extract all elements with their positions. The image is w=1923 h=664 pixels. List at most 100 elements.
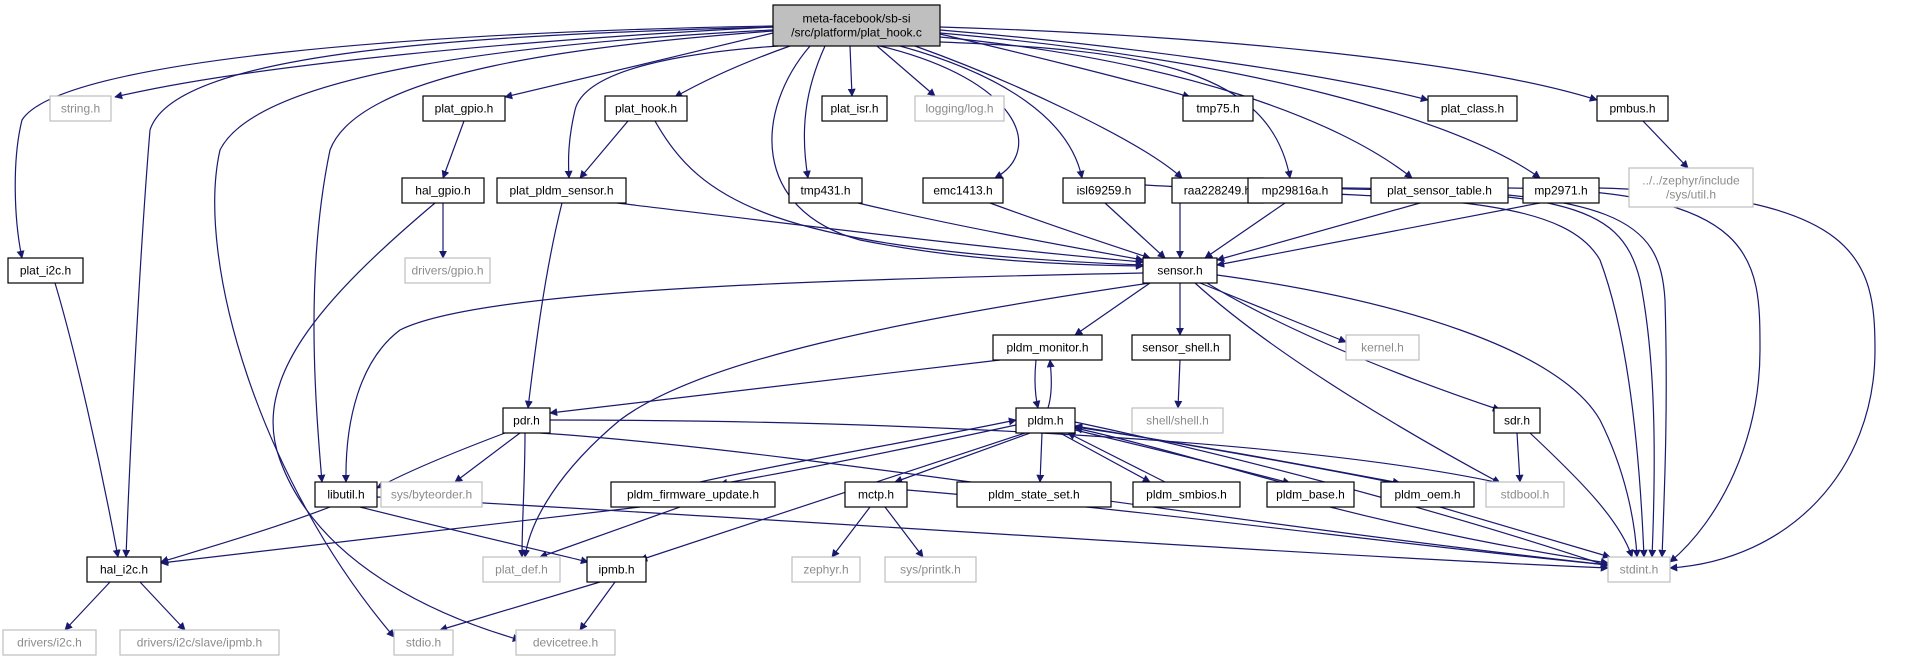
- node-label: pldm_smbios.h: [1146, 488, 1227, 502]
- node-sys-byteorder-h: sys/byteorder.h: [380, 481, 483, 508]
- node-label: emc1413.h: [933, 184, 992, 198]
- node-stdbool-h: stdbool.h: [1485, 481, 1565, 508]
- node-pldm-smbios-h[interactable]: pldm_smbios.h: [1132, 481, 1241, 508]
- node-isl69259-h[interactable]: isl69259.h: [1062, 177, 1146, 204]
- node-label: mp2971.h: [1534, 184, 1587, 198]
- node-pldm-oem-h[interactable]: pldm_oem.h: [1380, 481, 1475, 508]
- node-pldm-state-set-h[interactable]: pldm_state_set.h: [956, 481, 1112, 508]
- node-box: [1062, 177, 1146, 204]
- node-label: sys/byteorder.h: [391, 488, 472, 502]
- edge-sensor-h-to-stdint-h: [1216, 274, 1641, 558]
- node-ipmb-h[interactable]: ipmb.h: [586, 556, 647, 583]
- node-box: [1380, 481, 1475, 508]
- node-label: pldm_monitor.h: [1006, 341, 1088, 355]
- node-label: isl69259.h: [1077, 184, 1132, 198]
- node-plat-hook-h[interactable]: plat_hook.h: [604, 95, 688, 122]
- node-plat-sensor-table-h[interactable]: plat_sensor_table.h: [1370, 177, 1509, 204]
- edge-root-to-stdio-h: [214, 29, 774, 638]
- node-box: [914, 95, 1005, 122]
- node-box: [844, 481, 908, 508]
- node-label: pmbus.h: [1609, 102, 1655, 116]
- node-tmp75-h[interactable]: tmp75.h: [1182, 95, 1254, 122]
- node-pldm-base-h[interactable]: pldm_base.h: [1266, 481, 1355, 508]
- node-string-h: string.h: [49, 95, 112, 122]
- node-label: plat_hook.h: [615, 102, 677, 116]
- edge-ipmb-h-to-stdio-h: [439, 581, 601, 632]
- node-label: string.h: [61, 102, 100, 116]
- edge-pldm-oem-h-to-pldm-h: [1074, 423, 1391, 483]
- edge-root-to-pmbus-h: [939, 26, 1598, 102]
- node-label: raa228249.h: [1184, 184, 1251, 198]
- node-plat-gpio-h[interactable]: plat_gpio.h: [422, 95, 506, 122]
- node-sdr-h[interactable]: sdr.h: [1493, 407, 1541, 434]
- edge-pldm-base-h-to-stdint-h: [1329, 506, 1609, 566]
- node-plat-i2c-h[interactable]: plat_i2c.h: [7, 257, 84, 284]
- node-zephyr-util-h: ../../zephyr/include/sys/util.h: [1628, 167, 1754, 208]
- nodes-layer: meta-facebook/sb-si/src/platform/plat_ho…: [2, 4, 1754, 656]
- node-plat-class-h[interactable]: plat_class.h: [1427, 95, 1518, 122]
- node-box: [496, 177, 627, 204]
- edge-root-to-plat-gpio-h: [504, 32, 774, 100]
- edge-root-to-logging-log-h: [876, 45, 936, 97]
- node-label: plat_gpio.h: [435, 102, 494, 116]
- edge-pldm-h-to-mctp-h: [894, 432, 1031, 484]
- node-box: [922, 177, 1004, 204]
- node-box: [1522, 177, 1600, 204]
- edge-plat-hook-h-to-sensor-h: [654, 120, 1144, 269]
- edge-root-to-raa228249-h: [914, 45, 1183, 179]
- node-box: [515, 629, 616, 656]
- node-pldm-firmware-update-h[interactable]: pldm_firmware_update.h: [610, 481, 776, 508]
- edges-layer: [14, 25, 1876, 642]
- node-pldm-h[interactable]: pldm.h: [1015, 407, 1076, 434]
- edge-plat-gpio-h-to-hal-gpio-h: [441, 120, 465, 179]
- node-plat-pldm-sensor-h[interactable]: plat_pldm_sensor.h: [496, 177, 627, 204]
- edge-pmbus-h-to-zephyr-util-h: [1642, 120, 1689, 169]
- node-label: pldm_oem.h: [1394, 488, 1460, 502]
- node-label: tmp431.h: [800, 184, 850, 198]
- edge-ipmb-h-to-devicetree-h: [579, 581, 616, 631]
- edge-sensor-shell-h-to-shell-shell-h: [1174, 359, 1183, 409]
- node-label: meta-facebook/sb-si: [802, 12, 910, 26]
- edge-pldm-monitor-h-to-pldm-h: [1032, 359, 1041, 409]
- node-pldm-monitor-h[interactable]: pldm_monitor.h: [992, 334, 1103, 361]
- node-hal-i2c-h[interactable]: hal_i2c.h: [86, 556, 162, 583]
- node-hal-gpio-h[interactable]: hal_gpio.h: [401, 177, 485, 204]
- node-label: mp29816a.h: [1262, 184, 1329, 198]
- node-label: /src/platform/plat_hook.c: [791, 26, 922, 40]
- node-label: pldm_state_set.h: [988, 488, 1079, 502]
- node-plat-isr-h[interactable]: plat_isr.h: [821, 95, 888, 122]
- node-mctp-h[interactable]: mctp.h: [844, 481, 908, 508]
- node-drivers-i2c-h: drivers/i2c.h: [2, 629, 97, 656]
- node-label: plat_class.h: [1441, 102, 1504, 116]
- node-tmp431-h[interactable]: tmp431.h: [788, 177, 863, 204]
- edge-root-to-libutil-h: [313, 30, 774, 483]
- node-box: [119, 629, 280, 656]
- node-label: hal_i2c.h: [100, 563, 148, 577]
- node-label: mctp.h: [858, 488, 894, 502]
- edge-root-to-tmp431-h: [802, 45, 826, 179]
- node-sensor-h[interactable]: sensor.h: [1142, 257, 1218, 284]
- edge-pldm-h-to-pldm-firmware-update-h: [719, 424, 1017, 487]
- node-pmbus-h[interactable]: pmbus.h: [1596, 95, 1669, 122]
- node-box: [422, 95, 506, 122]
- node-stdint-h: stdint.h: [1607, 556, 1671, 583]
- edge-root-to-plat-sensor-table-h: [939, 36, 1413, 179]
- node-box: [1131, 334, 1231, 361]
- node-box: [380, 481, 483, 508]
- node-box: [772, 4, 941, 47]
- node-sensor-shell-h[interactable]: sensor_shell.h: [1131, 334, 1231, 361]
- node-label: stdbool.h: [1501, 488, 1550, 502]
- node-emc1413-h[interactable]: emc1413.h: [922, 177, 1004, 204]
- node-box: [1266, 481, 1355, 508]
- node-mp29816a-h[interactable]: mp29816a.h: [1247, 177, 1343, 204]
- node-box: [1015, 407, 1076, 434]
- edge-plat-i2c-h-to-hal-i2c-h: [54, 282, 121, 558]
- edge-sensor-h-to-plat-def-h: [522, 282, 1151, 558]
- node-label: pldm.h: [1027, 414, 1063, 428]
- node-label: hal_gpio.h: [415, 184, 470, 198]
- node-mp2971-h[interactable]: mp2971.h: [1522, 177, 1600, 204]
- edge-hal-gpio-h-to-devicetree-h: [272, 202, 521, 642]
- node-pdr-h[interactable]: pdr.h: [502, 407, 551, 434]
- node-libutil-h[interactable]: libutil.h: [314, 481, 378, 508]
- edge-pldm-h-to-pldm-smbios-h: [1059, 432, 1151, 483]
